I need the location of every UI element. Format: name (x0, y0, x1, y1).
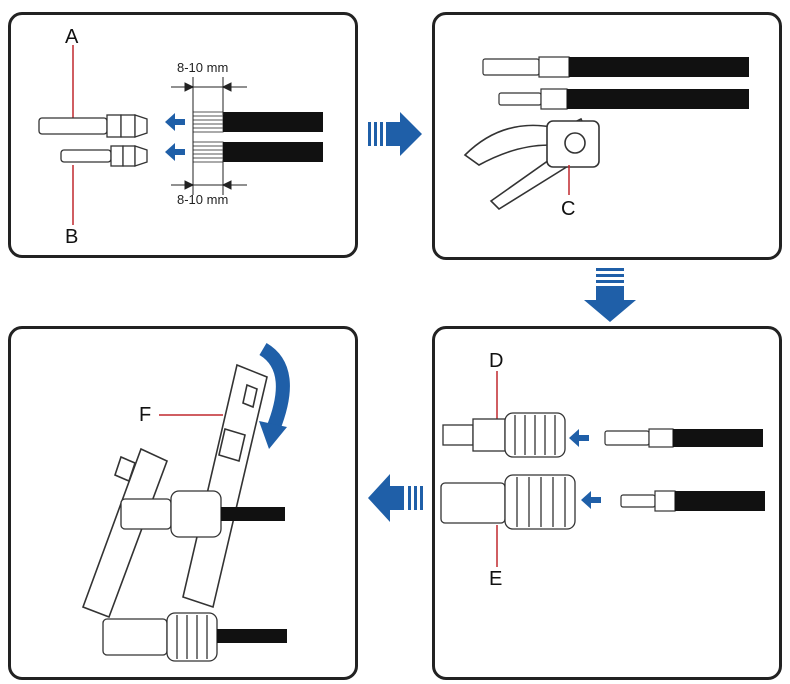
cable (223, 142, 323, 162)
connector-d-drawing (442, 412, 566, 458)
connector-assembly (120, 490, 222, 538)
assembled-connector (102, 612, 218, 662)
label-e: E (489, 568, 503, 590)
step-arrow-down-icon (584, 268, 636, 322)
dimension-lines (171, 77, 247, 195)
cable (567, 89, 749, 109)
insert-contacts-illustration (440, 371, 765, 567)
contact-a-drawing (38, 114, 148, 138)
step-arrow-left-icon (368, 474, 423, 522)
crimp-tool-drawing (463, 117, 600, 211)
label-d: D (489, 350, 504, 372)
push-arrow-icon (581, 491, 601, 509)
cable (675, 491, 765, 511)
stripped-conductor (192, 111, 224, 163)
strip-wire-illustration (38, 45, 323, 225)
cable (223, 112, 323, 132)
crimp-illustration (463, 56, 749, 211)
crimped-contact-b (498, 88, 568, 110)
panel-crimp: C (432, 12, 782, 260)
panel-tighten: F (8, 326, 358, 680)
crimped-contact-a (482, 56, 570, 78)
rotate-arrow-icon (259, 342, 290, 432)
contact-a-crimped (604, 428, 674, 448)
cable (673, 429, 763, 447)
push-arrow-icon (569, 429, 589, 447)
cable (221, 507, 285, 521)
contact-b-crimped (620, 490, 676, 512)
panel-strip-wire: A B 8-10 mm 8-10 mm (8, 12, 358, 258)
label-b: B (65, 226, 79, 248)
push-arrow-icon (165, 113, 185, 131)
label-a: A (65, 26, 79, 48)
wrench-tool-drawing (81, 447, 169, 619)
wrench-tool-drawing (182, 363, 268, 609)
panel-insert-contacts: D E (432, 326, 782, 680)
dimension-top: 8-10 mm (177, 60, 229, 75)
rotate-arrow-head (259, 421, 287, 449)
push-arrow-icon (165, 143, 185, 161)
label-f: F (139, 404, 152, 426)
step-arrow-right-icon (368, 112, 422, 156)
tighten-illustration (81, 342, 290, 662)
cable (217, 629, 287, 643)
dimension-bottom: 8-10 mm (177, 192, 229, 207)
label-c: C (561, 198, 576, 220)
contact-b-drawing (60, 145, 148, 167)
cable (569, 57, 749, 77)
connector-e-drawing (440, 474, 576, 530)
